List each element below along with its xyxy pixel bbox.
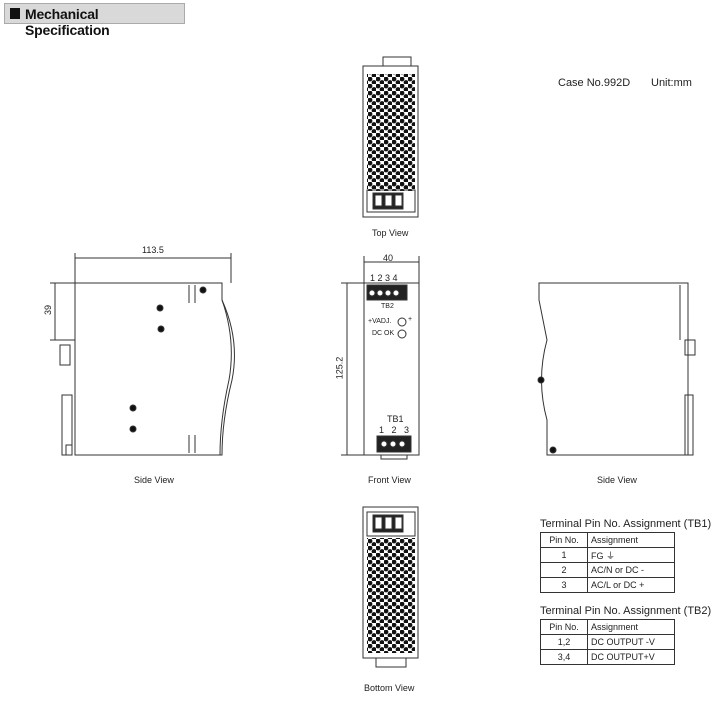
dim-front-width: 40 bbox=[383, 253, 394, 263]
left-side-view-drawing bbox=[50, 253, 235, 456]
tb1-table-title: Terminal Pin No. Assignment (TB1) bbox=[540, 518, 712, 530]
vadj-label: +VADJ. bbox=[368, 318, 392, 325]
section-title: Mechanical Specification bbox=[25, 6, 110, 38]
assignment-cell: AC/L or DC + bbox=[587, 577, 675, 593]
tb1-pin-numbers: 1 2 3 bbox=[379, 425, 410, 435]
header-square-icon bbox=[10, 8, 20, 19]
dim-depth: 39 bbox=[43, 304, 54, 316]
pin-no-header: Pin No. bbox=[540, 532, 588, 548]
top-view-drawing bbox=[362, 56, 419, 218]
right-side-view-drawing bbox=[537, 282, 696, 456]
tb1-pin-table: Pin No. Assignment 1 FG ⏚ 2 AC/N or DC -… bbox=[540, 532, 675, 593]
tb2-pin-table: Pin No. Assignment 1,2 DC OUTPUT -V 3,4 … bbox=[540, 619, 675, 665]
table-row: 1 FG ⏚ bbox=[540, 547, 675, 563]
pin-no-cell: 3,4 bbox=[540, 649, 588, 665]
bottom-view-drawing bbox=[362, 506, 419, 668]
tb2-pin-numbers: 1 2 3 4 bbox=[370, 273, 398, 283]
pin-no-cell: 1 bbox=[540, 547, 588, 563]
pin-no-cell: 2 bbox=[540, 562, 588, 578]
dc-ok-label: DC OK bbox=[372, 330, 395, 337]
dim-height: 125.2 bbox=[334, 356, 345, 380]
tb2-table-title: Terminal Pin No. Assignment (TB2) bbox=[540, 605, 712, 617]
table-row: 3,4 DC OUTPUT+V bbox=[540, 649, 675, 665]
tb2-label: TB2 bbox=[381, 303, 394, 310]
pin-no-header: Pin No. bbox=[540, 619, 588, 635]
table-row: 2 AC/N or DC - bbox=[540, 562, 675, 578]
table-row: 1,2 DC OUTPUT -V bbox=[540, 634, 675, 650]
pin-no-cell: 3 bbox=[540, 577, 588, 593]
section-header: Mechanical Specification bbox=[4, 3, 185, 38]
unit-label: Unit:mm bbox=[651, 77, 692, 89]
front-view-label: Front View bbox=[368, 475, 411, 485]
dim-width: 113.5 bbox=[142, 245, 164, 255]
table-row: 3 AC/L or DC + bbox=[540, 577, 675, 593]
tb1-label: TB1 bbox=[387, 414, 404, 424]
top-view-label: Top View bbox=[372, 228, 409, 238]
right-side-view-label: Side View bbox=[597, 475, 637, 485]
pin-no-cell: 1,2 bbox=[540, 634, 588, 650]
assignment-cell: AC/N or DC - bbox=[587, 562, 675, 578]
front-view-drawing bbox=[341, 256, 420, 460]
assignment-cell: DC OUTPUT+V bbox=[587, 649, 675, 665]
assignment-header: Assignment bbox=[587, 619, 675, 635]
table-header-row: Pin No. Assignment bbox=[540, 619, 675, 635]
assignment-cell: FG ⏚ bbox=[587, 547, 675, 563]
case-number: Case No.992D bbox=[558, 77, 631, 89]
assignment-cell: DC OUTPUT -V bbox=[587, 634, 675, 650]
table-header-row: Pin No. Assignment bbox=[540, 532, 675, 548]
bottom-view-label: Bottom View bbox=[364, 683, 415, 693]
vadj-plus-label: + bbox=[408, 316, 413, 323]
left-side-view-label: Side View bbox=[134, 475, 174, 485]
assignment-header: Assignment bbox=[587, 532, 675, 548]
